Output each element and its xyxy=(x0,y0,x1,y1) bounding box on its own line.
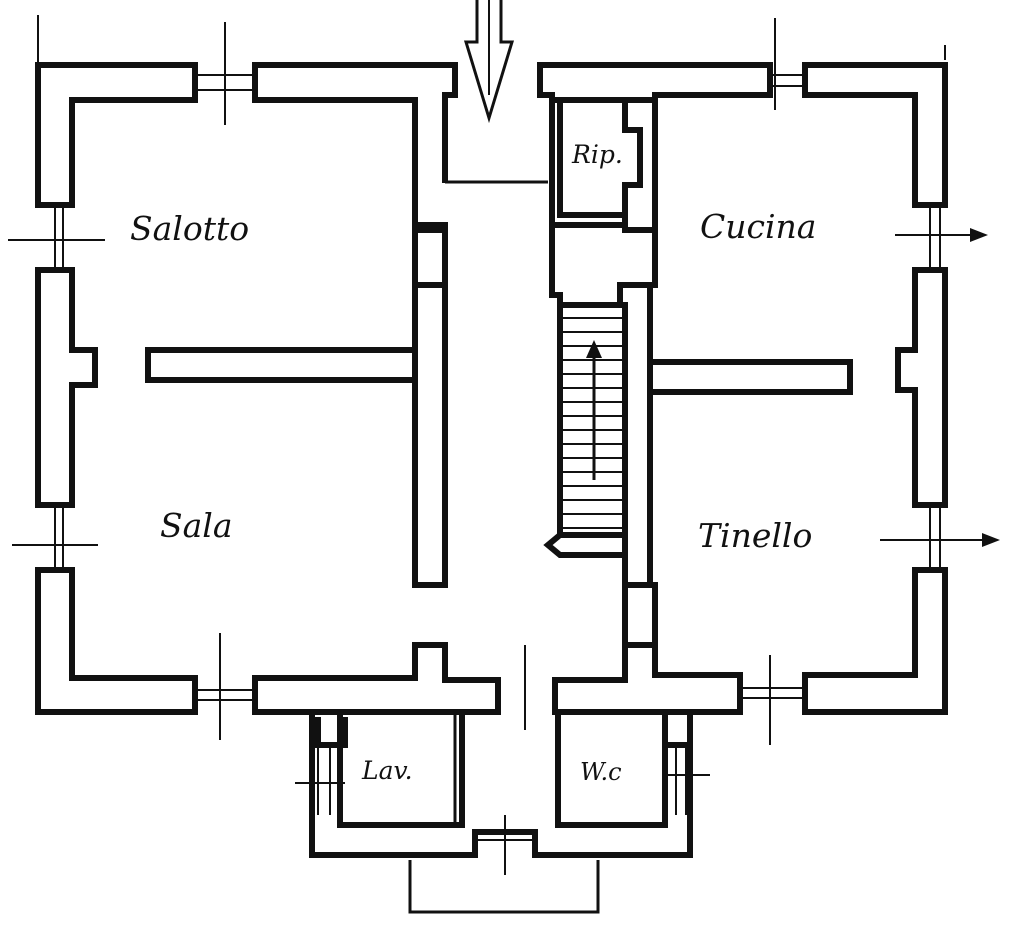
staircase xyxy=(543,227,653,588)
bottom-annex xyxy=(309,709,693,914)
window-markers xyxy=(8,15,946,875)
room-label-cucina: Cucina xyxy=(700,207,816,246)
entrance-arrow-icon xyxy=(463,0,515,124)
exit-arrow-tinello-icon xyxy=(880,505,1000,570)
room-label-tinello: Tinello xyxy=(698,516,812,555)
right-corridor-wall xyxy=(552,227,658,715)
entrance xyxy=(412,62,555,228)
salotto-sala-partition xyxy=(145,347,418,383)
room-label-ripostiglio: Rip. xyxy=(571,140,623,169)
exit-arrow-kitchen-icon xyxy=(895,205,988,270)
left-corridor-wall xyxy=(412,227,501,715)
stair-up-arrow-icon xyxy=(586,340,602,480)
room-label-sala: Sala xyxy=(160,506,233,545)
cucina-tinello-partition xyxy=(652,359,853,395)
room-label-salotto: Salotto xyxy=(130,209,249,248)
room-label-wc: W.c xyxy=(580,758,622,786)
room-label-lavanderia: Lav. xyxy=(361,756,413,785)
outer-walls xyxy=(35,62,948,715)
ripostiglio-closet xyxy=(549,92,658,233)
